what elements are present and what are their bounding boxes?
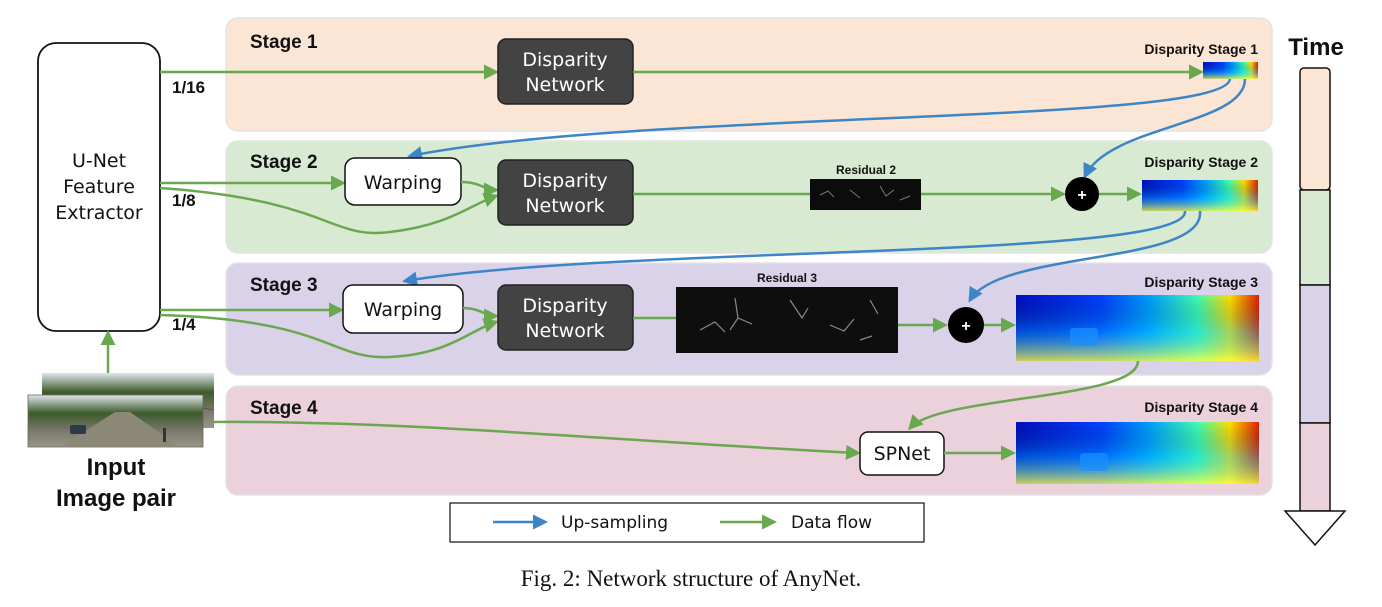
disparity-network-stage1-line1: Disparity (522, 49, 607, 71)
stage2-label: Stage 2 (250, 152, 318, 173)
disparity-map-stage1 (1203, 62, 1258, 79)
unet-label-line2: Feature (63, 176, 135, 198)
disparity-map-stage2 (1142, 180, 1258, 211)
disparity-network-stage2-line2: Network (525, 195, 604, 217)
disparity-stage4-label: Disparity Stage 4 (1144, 399, 1258, 415)
stage3-label: Stage 3 (250, 275, 318, 296)
disparity-map-stage3 (1016, 295, 1259, 361)
disparity-network-stage1-line2: Network (525, 74, 604, 96)
disparity-stage3-label: Disparity Stage 3 (1144, 274, 1258, 290)
stage2-panel (225, 140, 1273, 254)
disparity-stage2-label: Disparity Stage 2 (1144, 154, 1258, 170)
disparity-stage1-label: Disparity Stage 1 (1144, 41, 1258, 57)
stage1-panel (225, 17, 1273, 132)
disparity-map-stage4 (1016, 422, 1259, 484)
unet-label-line1: U-Net (72, 150, 126, 172)
time-label: Time (1288, 34, 1344, 61)
upsampling-legend-label: Up-sampling (561, 513, 668, 533)
input-label-line2: Image pair (56, 485, 176, 512)
time-arrow (1283, 67, 1347, 547)
disparity-network-stage2 (497, 159, 634, 226)
dataflow-legend-label: Data flow (791, 513, 872, 533)
figure-caption: Fig. 2: Network structure of AnyNet. (521, 566, 861, 591)
add-node-stage3 (948, 307, 984, 343)
spnet-label: SPNet (874, 443, 931, 465)
unet-label-line3: Extractor (55, 202, 143, 224)
warping-label-stage2: Warping (364, 172, 442, 194)
disparity-network-stage3-line1: Disparity (522, 295, 607, 317)
plus-stage3: + (961, 318, 970, 335)
unet-feature-extractor (37, 42, 161, 332)
add-node-stage2 (1065, 177, 1099, 211)
scale-label-1-16: 1/16 (172, 78, 205, 97)
plus-stage2: + (1077, 187, 1086, 204)
residual3-label: Residual 3 (757, 271, 817, 285)
disparity-network-stage3-line2: Network (525, 320, 604, 342)
input-label-line1: Input (87, 454, 146, 481)
input-image-front (27, 394, 204, 448)
warping-label-stage3: Warping (364, 299, 442, 321)
stage1-label: Stage 1 (250, 32, 318, 53)
residual-map-stage2 (810, 179, 921, 210)
residual2-label: Residual 2 (836, 163, 896, 177)
scale-label-1-4: 1/4 (172, 315, 196, 334)
residual-map-stage3 (676, 287, 898, 353)
disparity-network-stage2-line1: Disparity (522, 170, 607, 192)
scale-label-1-8: 1/8 (172, 191, 196, 210)
stage4-panel (225, 385, 1273, 496)
stage4-label: Stage 4 (250, 398, 318, 419)
